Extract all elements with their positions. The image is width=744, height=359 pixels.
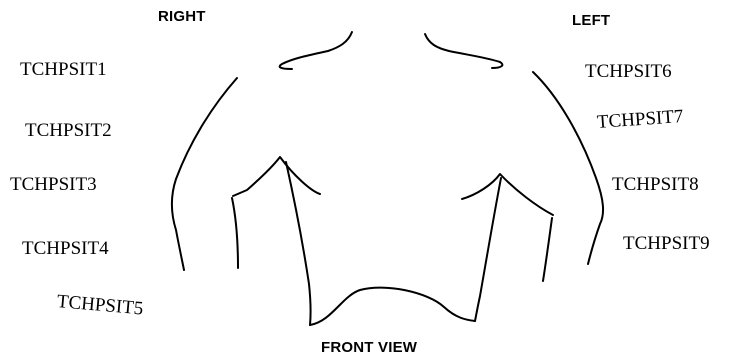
left-arm-outer-outline <box>533 72 603 264</box>
left-inner-arm-outline <box>462 174 553 281</box>
touch-site-label-9: TCHPSIT9 <box>623 234 710 253</box>
touch-site-label-8: TCHPSIT8 <box>612 175 699 194</box>
left-torso-side-outline <box>475 178 501 321</box>
right-arm-outer-outline <box>172 78 237 270</box>
neck-left-outline <box>425 34 502 68</box>
touch-site-label-3: TCHPSIT3 <box>10 175 97 194</box>
waist-outline <box>310 288 475 325</box>
touch-site-label-4: TCHPSIT4 <box>22 239 109 258</box>
touch-site-label-1: TCHPSIT1 <box>20 60 107 79</box>
right-inner-arm-outline <box>232 157 320 268</box>
neck-right-outline <box>280 32 352 69</box>
touch-site-label-6: TCHPSIT6 <box>585 62 672 81</box>
touch-site-label-2: TCHPSIT2 <box>25 121 112 140</box>
